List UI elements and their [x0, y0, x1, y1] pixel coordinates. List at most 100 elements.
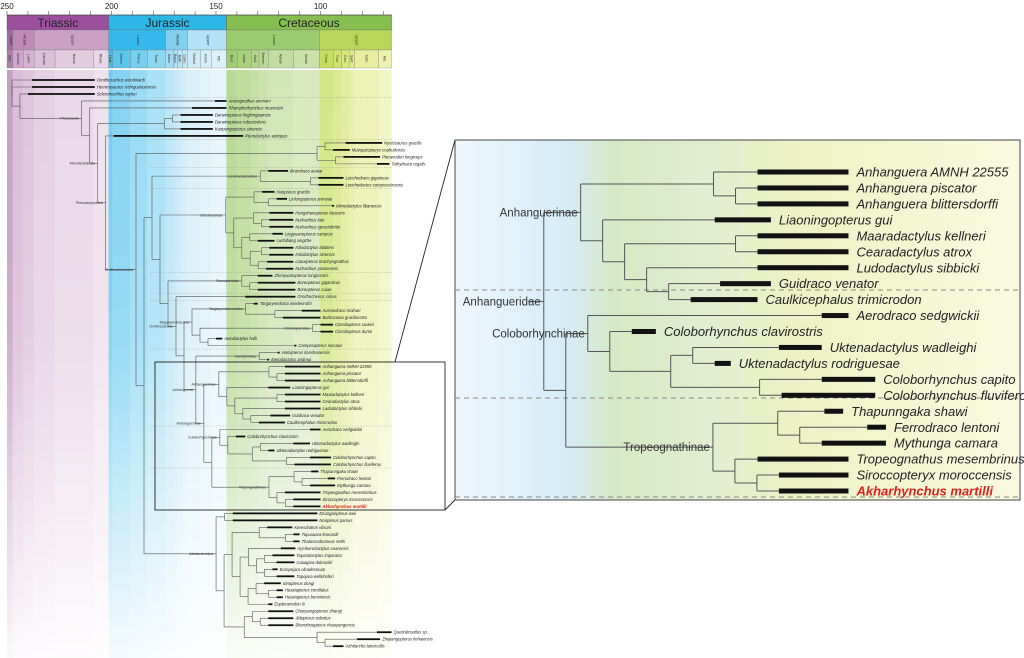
stage-label: Aalen. [167, 54, 171, 64]
stratigraphic-range-bar [269, 211, 294, 214]
taxon-label: Zhejiangopterus linhaiensis [381, 637, 434, 642]
taxon-label: Eopteranodon lii [274, 602, 305, 607]
stratigraphic-range-bar [821, 440, 886, 446]
taxon-label: Ferrodraco lentoni [894, 420, 1001, 435]
taxon-label: Kunpengopterus sinensis [215, 126, 263, 131]
stratigraphic-range-bar [294, 463, 331, 466]
stage-label: Pliens. [137, 54, 141, 65]
stratigraphic-range-bar [258, 421, 285, 424]
inset-region-box [154, 361, 446, 511]
taxon-label: Tapejara wellnhoferi [296, 574, 334, 579]
clade-label: Anhangueridae [463, 296, 541, 308]
stratigraphic-range-bar [318, 183, 344, 186]
stage-label: Bajoc. [173, 54, 177, 64]
taxon-label: Liaoningopterus gui [779, 212, 894, 227]
clade-label: Anhanguerinae [191, 383, 215, 387]
taxon-label: Thapunngaka shawi [320, 469, 359, 474]
stage-label: Valan. [242, 54, 246, 64]
stratigraphic-range-bar [276, 575, 295, 578]
background-fade [7, 70, 392, 658]
stratigraphic-range-bar [320, 330, 334, 333]
stratigraphic-range-bar [294, 344, 297, 347]
inset-connector-top [394, 139, 456, 363]
taxon-label: Uktenadactylus wadleighi [312, 441, 360, 446]
stratigraphic-range-bar [821, 376, 876, 382]
taxon-label: Boreopterus giganticus [297, 280, 341, 285]
taxon-label: Istiodactylus sinensis [295, 252, 335, 257]
stratigraphic-range-bar [343, 155, 381, 158]
taxon-label: Iberodactylus andreui [271, 357, 312, 362]
stage-label: Coni. [343, 55, 347, 63]
highlighted-taxon-label: Akharhynchus martilli [322, 504, 368, 509]
stage-label: Olen. [7, 55, 11, 64]
stratigraphic-range-bar [757, 249, 849, 255]
clade-label: Pterodactyloidea [76, 201, 103, 205]
taxon-label: Rhamphorhynchus muensteri [228, 105, 284, 110]
stratigraphic-range-bar [272, 554, 295, 557]
taxon-label: Aetodactylus halli [223, 336, 258, 341]
taxon-label: Coloborhynchus fluviferox [333, 462, 382, 467]
stratigraphic-range-bar [311, 470, 319, 473]
taxon-label: Muzquizopteryx coahuilensis [352, 147, 406, 152]
stratigraphic-range-bar [253, 302, 258, 305]
taxon-label: Ludodactylus sibbicki [323, 406, 364, 411]
taxon-label: Siroccopteryx moroccensis [856, 468, 1012, 483]
taxon-label: Noripterus parvus [319, 518, 353, 523]
taxon-label: Guidraco venator [292, 413, 325, 418]
stratigraphic-range-bar [268, 386, 291, 389]
taxon-label: Tropeognathus mesembrinus [856, 452, 1024, 467]
stratigraphic-range-bar [714, 217, 771, 223]
taxon-label: Anhanguera AMNH 22555 [322, 364, 373, 369]
stratigraphic-range-bar [269, 246, 294, 249]
taxon-label: Tropeognathus mesembrinus [323, 490, 378, 495]
stratigraphic-range-bar [301, 309, 321, 312]
period-label: Jurassic [146, 16, 190, 30]
taxon-label: Thapunngaka shawi [851, 404, 968, 419]
taxon-label: Jidapterus edentus [294, 616, 331, 621]
taxon-label: Coloborhynchus clavirostris [664, 324, 823, 339]
taxon-label: Guidraco venator [779, 276, 879, 291]
stratigraphic-range-bar [276, 561, 295, 564]
stratigraphic-range-bar [293, 533, 300, 536]
inset-panel: AnhanguerinaeColoborhynchinaeTropeognath… [454, 139, 1024, 501]
stratigraphic-range-bar [345, 142, 383, 144]
stratigraphic-range-bar [214, 100, 227, 102]
stratigraphic-range-bar [180, 121, 213, 123]
stratigraphic-range-bar [257, 281, 296, 284]
clade-label: Tropeognathinae [239, 485, 266, 489]
stratigraphic-range-bar [276, 197, 288, 200]
stratigraphic-range-bar [310, 428, 321, 431]
axis-tick-label: 150 [209, 2, 223, 11]
stratigraphic-range-bar [269, 253, 294, 256]
stratigraphic-range-bar [232, 512, 318, 515]
taxon-label: Ikrandraco avatar [290, 168, 323, 173]
taxon-label: Mythunga camara [337, 483, 371, 488]
axis-tick-label: 200 [105, 2, 119, 11]
stage-label: Albian [304, 54, 308, 64]
taxon-label: Ludodactylus sibbicki [856, 260, 980, 275]
taxon-label: Haopterus gracilis [277, 189, 311, 194]
stage-label: Callo. [183, 54, 187, 63]
taxon-label: Linlongopterus jennyae [289, 196, 333, 201]
stratigraphic-range-bar [318, 176, 344, 179]
taxon-label: Coloborhynchus fluviferox [883, 388, 1024, 403]
taxon-label: Darwinopterus linglongtaensis [215, 112, 272, 117]
stratigraphic-range-bar [310, 456, 331, 459]
inset-background [454, 139, 1021, 501]
taxon-label: Shenzhoupterus chaoyangensis [295, 623, 356, 628]
stratigraphic-range-bar [293, 442, 311, 445]
stratigraphic-range-bar [757, 456, 849, 462]
stratigraphic-range-bar [277, 351, 280, 354]
stratigraphic-range-bar [720, 281, 771, 287]
stratigraphic-range-bar [867, 424, 886, 430]
stratigraphic-range-bar [333, 645, 344, 648]
taxon-label: Tupandactylus imperator [296, 553, 342, 558]
stratigraphic-range-bar [331, 204, 335, 207]
stratigraphic-range-bar [284, 400, 321, 403]
stratigraphic-range-bar [180, 114, 213, 116]
stage-label: Ceno. [324, 54, 328, 64]
taxon-label: Anhanguera piscator [855, 181, 977, 196]
stratigraphic-range-bar [266, 267, 294, 270]
stratigraphic-range-bar [778, 488, 849, 494]
